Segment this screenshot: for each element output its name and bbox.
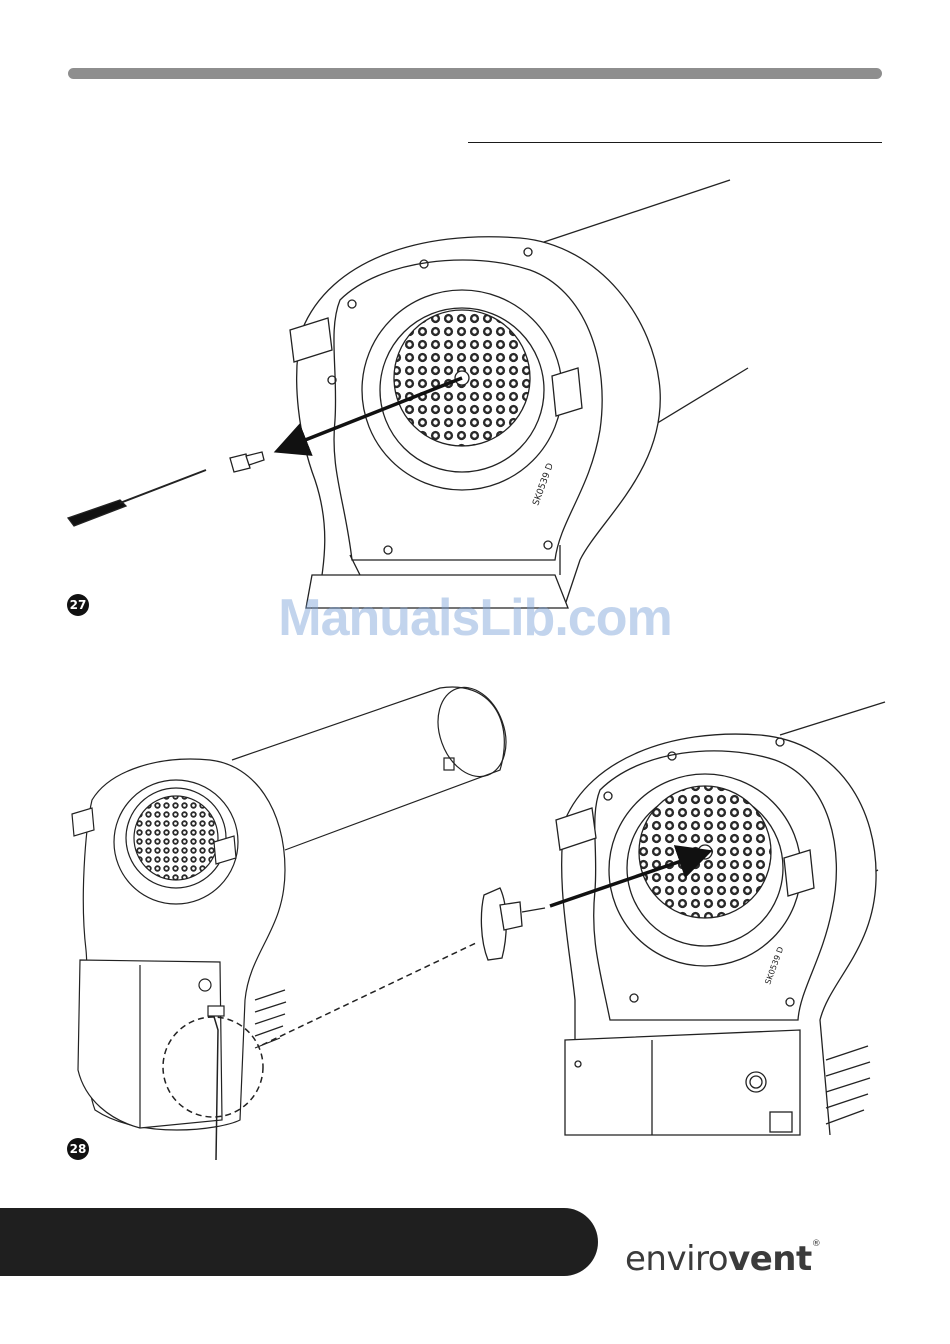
figure-27 [68,180,748,608]
brand-part1: enviro [625,1239,728,1279]
watermark: ManualsLib.com [0,588,950,648]
footer-bar [0,1208,598,1276]
detail-leader [262,942,478,1045]
step-28-badge: 28 [67,1138,89,1160]
brand-logo: envirovent® [625,1239,820,1279]
brand-part2: vent [728,1239,812,1279]
figure-28-detail [481,702,885,1135]
brand-mark: ® [812,1239,821,1249]
figure-28-overview [72,678,518,1160]
